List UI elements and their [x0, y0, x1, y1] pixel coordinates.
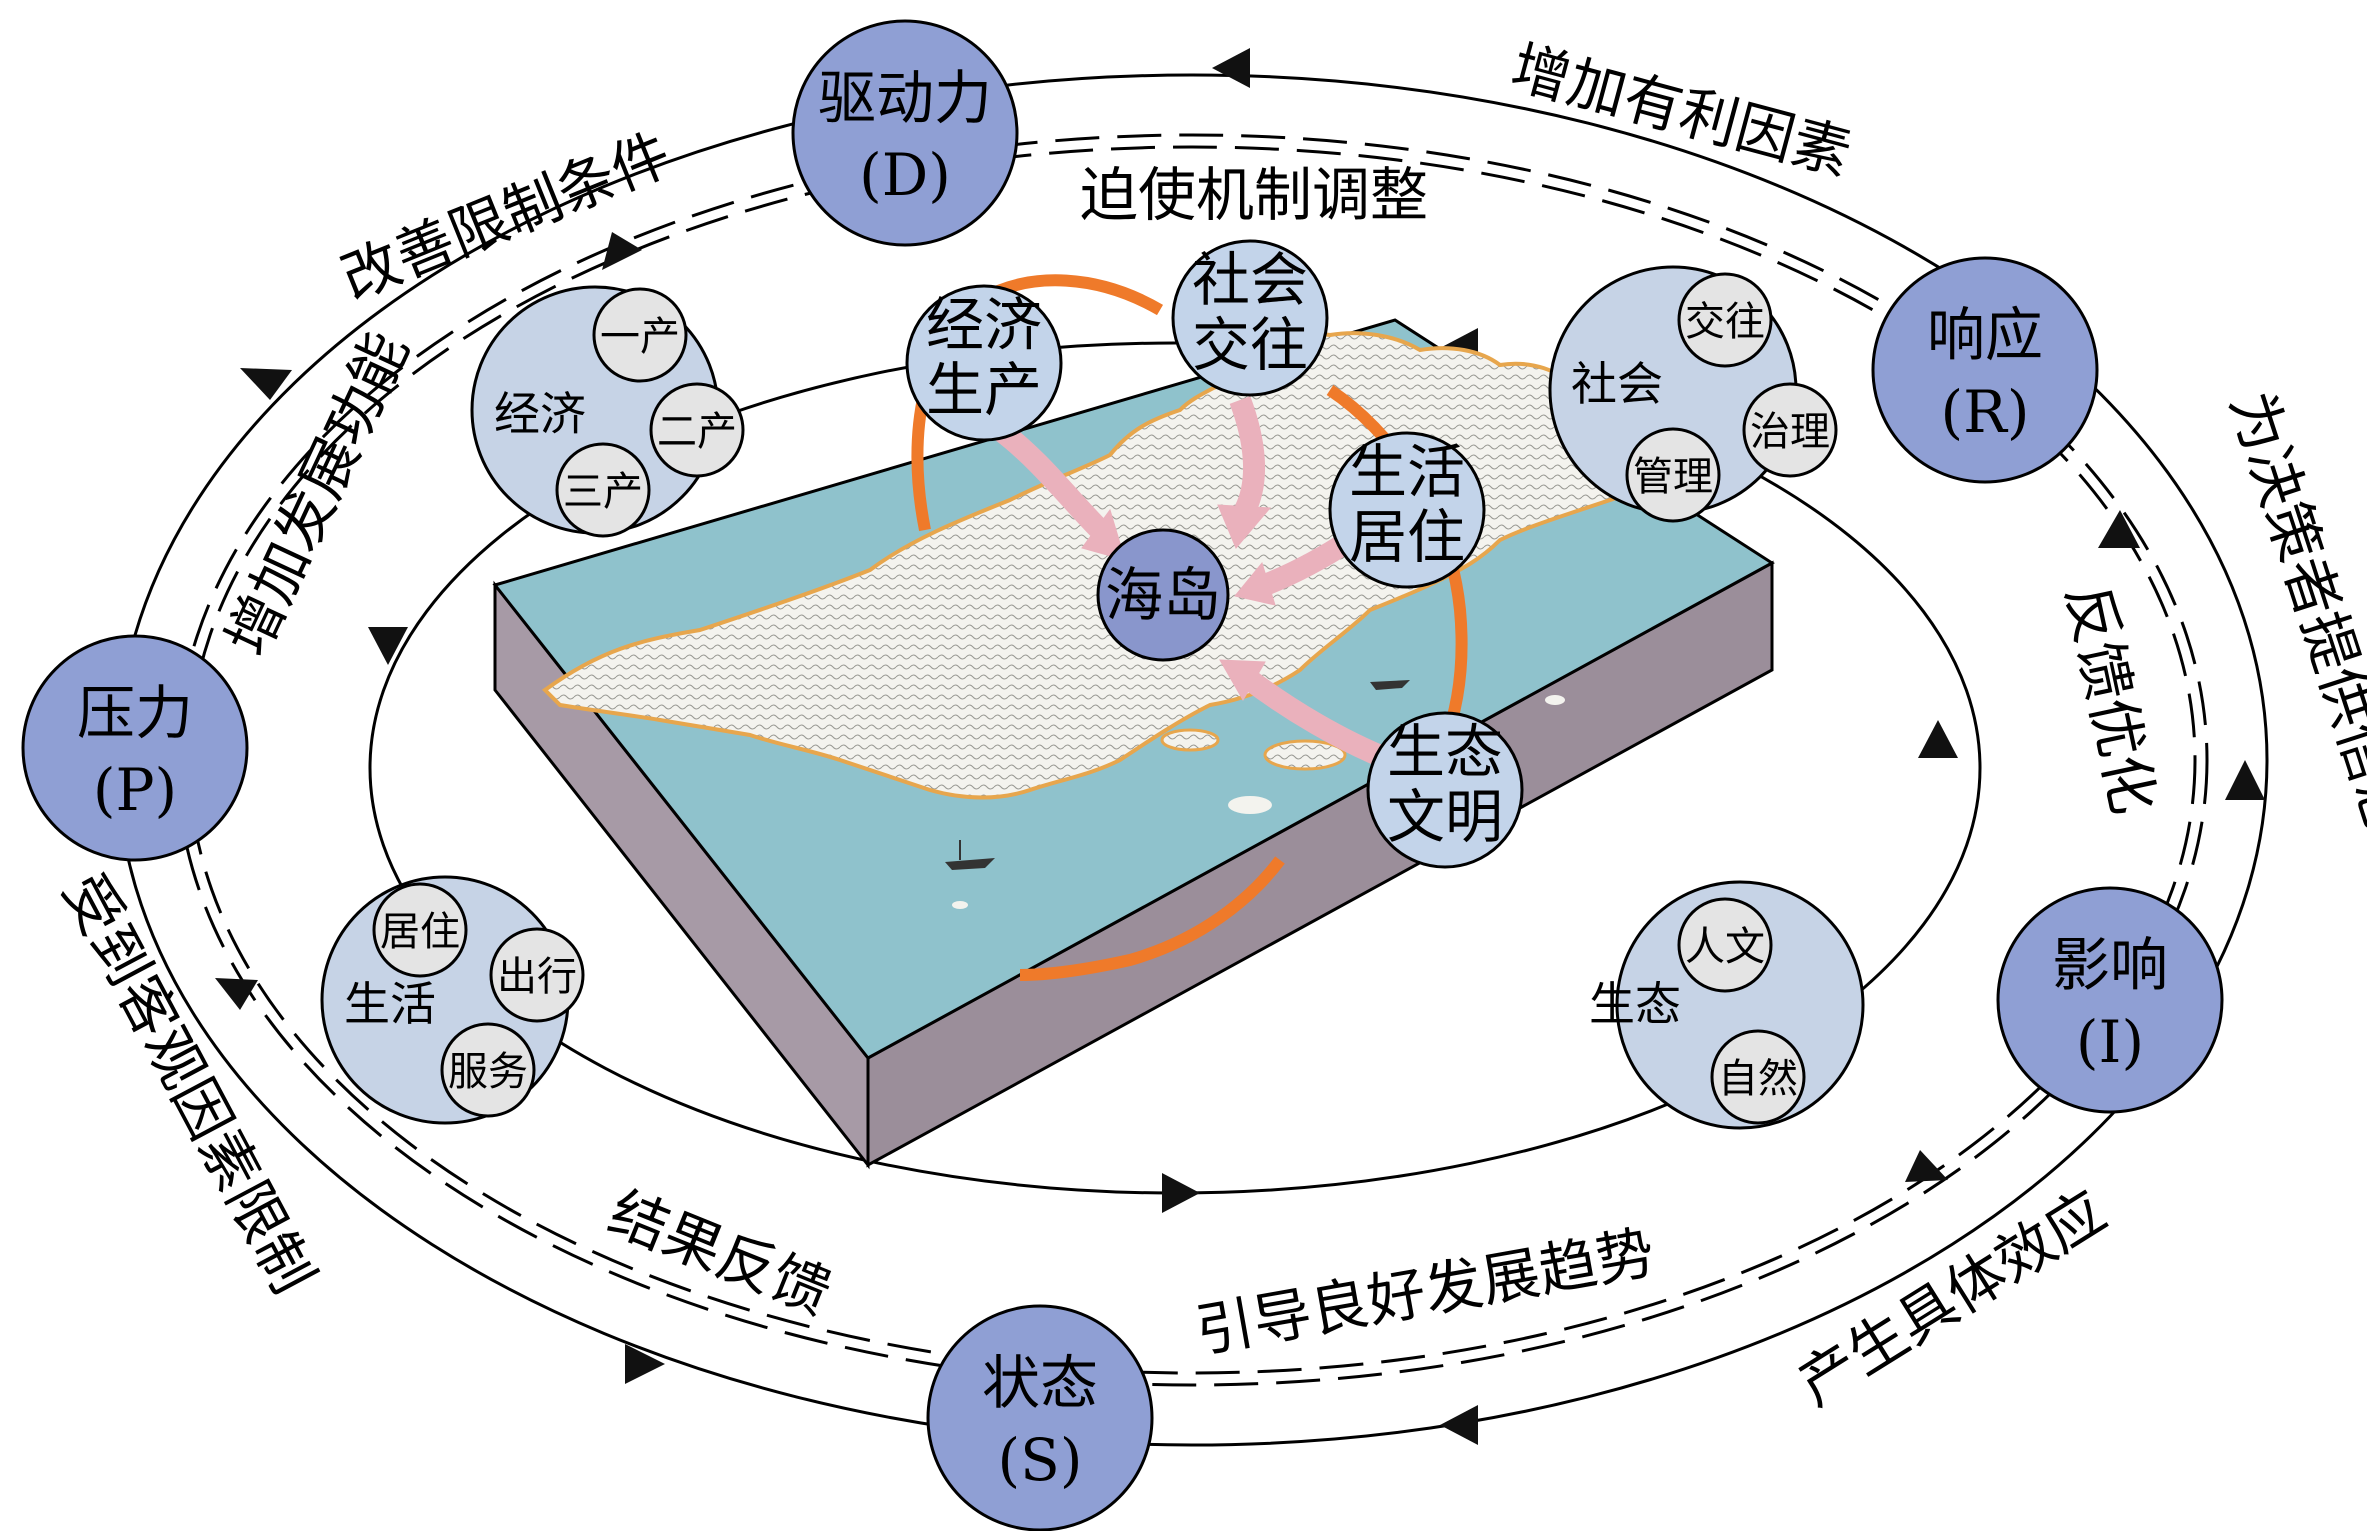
- island-node-eco-civ-l1: 生态: [1387, 718, 1503, 786]
- group-society-item: 管理: [1633, 454, 1713, 500]
- group-life[interactable]: 生活 居住 出行 服务: [320, 875, 585, 1125]
- group-society-item: 交往: [1685, 299, 1765, 345]
- islet: [952, 901, 968, 909]
- arrow-inner-bottom: [1162, 1173, 1200, 1213]
- arrow-outer-bottom: [1440, 1405, 1478, 1445]
- node-impact-code: (I): [2076, 1008, 2144, 1076]
- island-node-social-l2: 交往: [1192, 311, 1308, 379]
- group-society-item: 治理: [1750, 409, 1830, 455]
- node-state-label: 状态: [982, 1349, 1098, 1417]
- island-node-living[interactable]: 生活 居住: [1328, 431, 1486, 589]
- islet: [1263, 739, 1347, 771]
- island-node-econ-prod-l2: 生产: [926, 356, 1042, 424]
- group-economy-item: 一产: [600, 314, 680, 360]
- node-response-label: 响应: [1927, 301, 2043, 369]
- islet: [1228, 796, 1272, 814]
- island-node-living-l1: 生活: [1349, 438, 1465, 506]
- group-ecology-label: 生态: [1589, 977, 1681, 1031]
- island-node-eco-civ[interactable]: 生态 文明: [1366, 711, 1524, 869]
- group-life-item: 服务: [448, 1049, 528, 1095]
- node-state-code: (S): [998, 1426, 1083, 1494]
- arrow-inner-right: [1918, 720, 1958, 758]
- arrow-outer-lowerleft: [215, 978, 258, 1010]
- flow-label-force-adjust: 迫使机制调整: [1080, 161, 1428, 229]
- island-node-econ-prod[interactable]: 经济 生产: [905, 284, 1063, 442]
- node-driver[interactable]: 驱动力 (D): [791, 19, 1019, 247]
- cycle-arrowheads: [215, 48, 2265, 1445]
- node-response-code: (R): [1941, 378, 2030, 446]
- island-node-living-l2: 居住: [1349, 503, 1465, 571]
- node-pressure-label: 压力: [77, 679, 193, 747]
- flow-label-produce-effect: 产生具体效应: [1786, 1177, 2117, 1419]
- arrow-outer-bottomright: [1905, 1150, 1948, 1182]
- node-impact[interactable]: 影响 (I): [1996, 886, 2224, 1114]
- flow-label-feedback-optimize: 反馈优化: [2053, 579, 2168, 820]
- group-economy[interactable]: 经济 一产 二产 三产: [470, 285, 745, 538]
- island-node-econ-prod-l1: 经济: [926, 291, 1042, 359]
- node-response[interactable]: 响应 (R): [1871, 256, 2099, 484]
- group-life-label: 生活: [344, 977, 436, 1031]
- arrow-outer-topleft: [602, 232, 642, 270]
- arrow-inner-left: [368, 627, 408, 665]
- group-ecology-item: 自然: [1718, 1056, 1798, 1102]
- flow-label-result-feedback: 结果反馈: [600, 1178, 841, 1328]
- group-ecology[interactable]: 生态 人文 自然: [1589, 880, 1865, 1130]
- flow-label-add-function: 增加发展功能: [213, 322, 422, 666]
- flow-arrows-to-hub: [993, 396, 1395, 771]
- node-driver-label: 驱动力: [818, 64, 992, 132]
- boat-icon: [1370, 680, 1410, 690]
- flow-label-improve-constraints: 改善限制条件: [332, 120, 680, 313]
- node-state[interactable]: 状态 (S): [926, 1304, 1154, 1531]
- group-economy-item: 三产: [563, 469, 643, 515]
- arrow-outer-left: [240, 368, 292, 400]
- orange-link-arc-bottom: [1019, 856, 1285, 981]
- islet: [1160, 728, 1220, 752]
- node-pressure[interactable]: 压力 (P): [21, 634, 249, 862]
- flow-label-limited: 受到客观因素限制: [50, 863, 328, 1305]
- boat-icon: [945, 840, 995, 870]
- node-impact-label: 影响: [2052, 931, 2168, 999]
- group-economy-item: 二产: [657, 409, 737, 455]
- node-driver-code: (D): [859, 141, 951, 209]
- flow-label-add-favorable: 增加有利因素: [1504, 33, 1858, 189]
- group-life-item: 出行: [497, 954, 577, 1000]
- islet: [1545, 695, 1565, 705]
- group-ecology-item: 人文: [1685, 924, 1765, 970]
- arrow-outer-rightmid: [2098, 510, 2140, 548]
- flow-label-guide-trend: 引导良好发展趋势: [1191, 1218, 1660, 1366]
- arrow-outer-right: [2225, 760, 2265, 800]
- group-society[interactable]: 社会 交往 治理 管理: [1548, 265, 1838, 523]
- group-life-item: 居住: [380, 909, 460, 955]
- island-hub-node[interactable]: 海岛: [1096, 528, 1230, 662]
- group-economy-label: 经济: [494, 387, 586, 441]
- node-pressure-code: (P): [93, 756, 177, 824]
- island-node-eco-civ-l2: 文明: [1387, 783, 1503, 851]
- arrow-outer-bottomleft: [625, 1344, 665, 1384]
- island-hub-label: 海岛: [1105, 561, 1221, 629]
- island-node-social[interactable]: 社会 交往: [1171, 239, 1329, 397]
- arrow-outer-top: [1212, 48, 1250, 88]
- island-node-social-l1: 社会: [1192, 246, 1308, 314]
- group-society-label: 社会: [1571, 357, 1663, 411]
